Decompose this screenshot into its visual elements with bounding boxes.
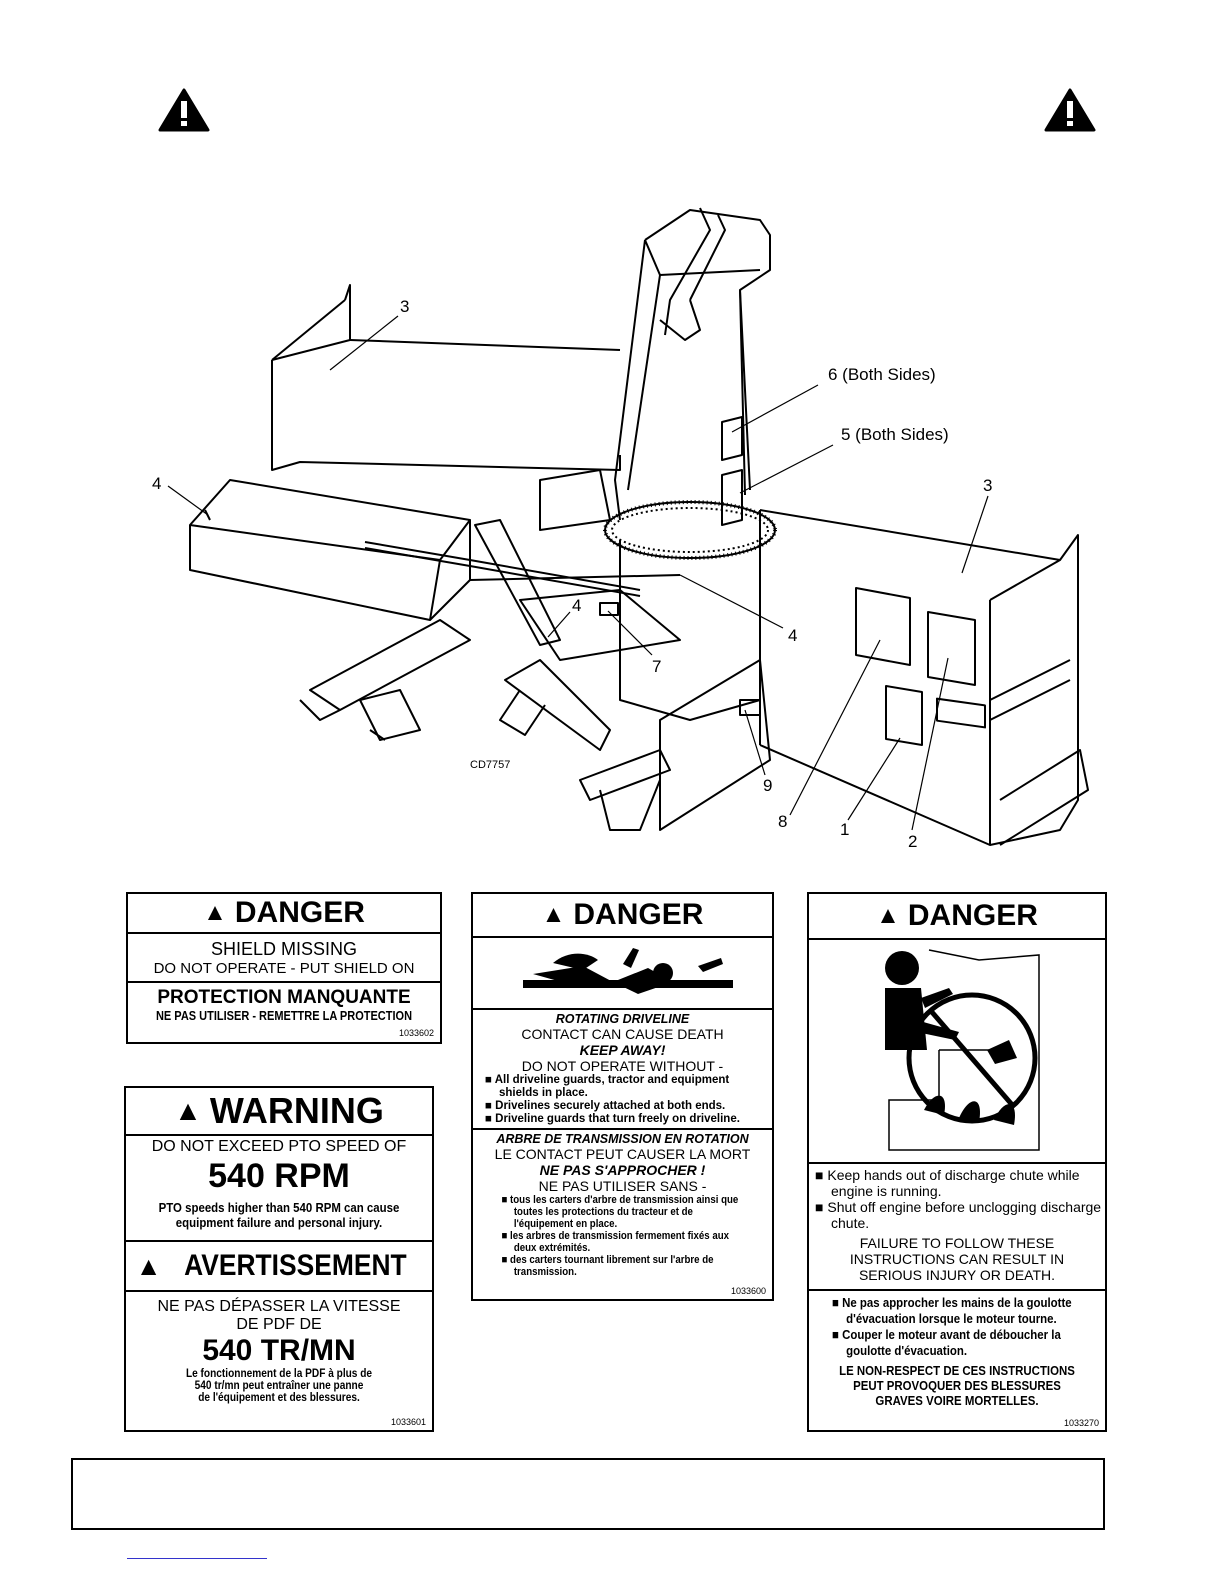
decal-header-fr: AVERTISSEMENT — [184, 1249, 408, 1282]
snowblower-illustration — [167, 207, 1089, 846]
decal-pto-warning: ▲ WARNING DO NOT EXCEED PTO SPEED OF 540… — [124, 1086, 434, 1432]
decal-line: DE PDF DE — [236, 1316, 322, 1333]
decal-code: 1033600 — [730, 1286, 766, 1296]
decal-header: DANGER — [907, 899, 1038, 932]
callout-4-right: 4 — [788, 626, 798, 645]
drawing-code: CD7757 — [470, 759, 511, 771]
decal-line: PEUT PROVOQUER DES BLESSURES — [853, 1378, 1061, 1393]
decal-line: DO NOT EXCEED PTO SPEED OF — [151, 1138, 407, 1155]
decal-line: GRAVES VOIRE MORTELLES. — [875, 1393, 1039, 1408]
decal-line: PTO speeds higher than 540 RPM can cause — [158, 1200, 400, 1215]
decal-line: PROTECTION MANQUANTE — [157, 987, 411, 1008]
decal-shield-missing: ▲ DANGER SHIELD MISSING DO NOT OPERATE -… — [126, 892, 442, 1044]
decal-line: NE PAS UTILISER SANS - — [538, 1178, 707, 1194]
decal-line: de l'équipement et des blessures. — [198, 1392, 360, 1404]
decal-bullet: Couper le moteur avant de déboucher la g… — [827, 1327, 1087, 1359]
decal-line: NE PAS S'APPROCHER ! — [539, 1162, 706, 1178]
warning-triangle-icon: ▲ — [203, 899, 227, 926]
decal-line: FAILURE TO FOLLOW THESE — [859, 1235, 1055, 1251]
decal-discharge-chute: ▲ DANGER Keep hands out of discharge chu… — [807, 892, 1107, 1432]
decal-header: DANGER — [234, 896, 365, 929]
decal-line: ARBRE DE TRANSMISSION EN ROTATION — [496, 1132, 749, 1146]
warning-triangle-icon: ▲ — [174, 1095, 202, 1126]
decal-bullet: Keep hands out of discharge chute while … — [809, 1167, 1105, 1199]
decal-bullet: Driveline guards that turn freely on dri… — [473, 1113, 772, 1126]
callout-9: 9 — [763, 776, 773, 795]
warning-triangle-icon: ▲ — [541, 901, 566, 928]
decal-code: 1033602 — [398, 1028, 434, 1038]
callout-3-left: 3 — [400, 297, 410, 316]
callout-3-right: 3 — [983, 476, 993, 495]
callout-7: 7 — [652, 657, 662, 676]
callout-2: 2 — [908, 832, 918, 851]
bottom-footer-box — [71, 1458, 1105, 1530]
decal-header: DANGER — [573, 898, 704, 931]
decal-bullet: des carters tournant librement sur l'arb… — [491, 1254, 754, 1278]
warning-triangle-icon: ▲ — [135, 1250, 162, 1281]
decal-header: WARNING — [209, 1090, 384, 1131]
callout-6: 6 (Both Sides) — [828, 365, 936, 384]
decal-line: equipment failure and personal injury. — [175, 1215, 383, 1230]
decal-line: SHIELD MISSING — [210, 939, 358, 959]
decal-line: CONTACT CAN CAUSE DEATH — [521, 1026, 724, 1042]
decal-line: NE PAS UTILISER - REMETTRE LA PROTECTION — [155, 1009, 413, 1023]
decal-line: LE NON-RESPECT DE CES INSTRUCTIONS — [839, 1363, 1075, 1378]
decal-rpm-fr: 540 TR/MN — [202, 1334, 356, 1367]
warning-triangle-icon: ▲ — [876, 902, 900, 929]
decal-line: DO NOT OPERATE - PUT SHIELD ON — [153, 960, 415, 977]
decal-line: SERIOUS INJURY OR DEATH. — [858, 1267, 1056, 1283]
warning-triangle-icon-right — [1044, 88, 1096, 132]
callout-8: 8 — [778, 812, 788, 831]
decal-line: 540 tr/mn peut entraîner une panne — [194, 1380, 364, 1392]
decal-rotating-driveline: ▲ DANGER ROTATING DRIVELINE CONTACT CAN … — [471, 892, 774, 1301]
decal-bullet: Drivelines securely attached at both end… — [473, 1100, 772, 1113]
hand-in-chute-pictogram — [809, 949, 1105, 1164]
decal-line: LE CONTACT PEUT CAUSER LA MORT — [494, 1146, 751, 1162]
decal-line: ROTATING DRIVELINE — [555, 1012, 690, 1026]
decal-line: Le fonctionnement de la PDF à plus de — [185, 1368, 373, 1380]
entanglement-pictogram — [473, 948, 772, 1010]
callout-5: 5 (Both Sides) — [841, 425, 949, 444]
footer-rule — [127, 1558, 267, 1559]
decal-bullet: All driveline guards, tractor and equipm… — [473, 1074, 772, 1100]
decal-bullet: les arbres de transmission fermement fix… — [491, 1230, 754, 1254]
decal-line: KEEP AWAY! — [579, 1042, 666, 1058]
callout-4-left: 4 — [152, 474, 162, 493]
decal-line: NE PAS DÉPASSER LA VITESSE — [157, 1298, 401, 1315]
callout-4-center: 4 — [572, 596, 582, 615]
decal-code: 1033270 — [1063, 1418, 1099, 1428]
decal-bullet: Ne pas approcher les mains de la goulott… — [827, 1295, 1087, 1327]
callout-1: 1 — [840, 820, 850, 839]
decal-code: 1033601 — [390, 1417, 426, 1427]
warning-triangle-icon-left — [158, 88, 210, 132]
decal-bullet: Shut off engine before unclogging discha… — [809, 1199, 1105, 1231]
decal-rpm: 540 RPM — [208, 1157, 350, 1195]
decal-line: DO NOT OPERATE WITHOUT - — [521, 1058, 724, 1074]
decal-bullet: tous les carters d'arbre de transmission… — [491, 1194, 754, 1230]
decal-line: INSTRUCTIONS CAN RESULT IN — [849, 1251, 1065, 1267]
